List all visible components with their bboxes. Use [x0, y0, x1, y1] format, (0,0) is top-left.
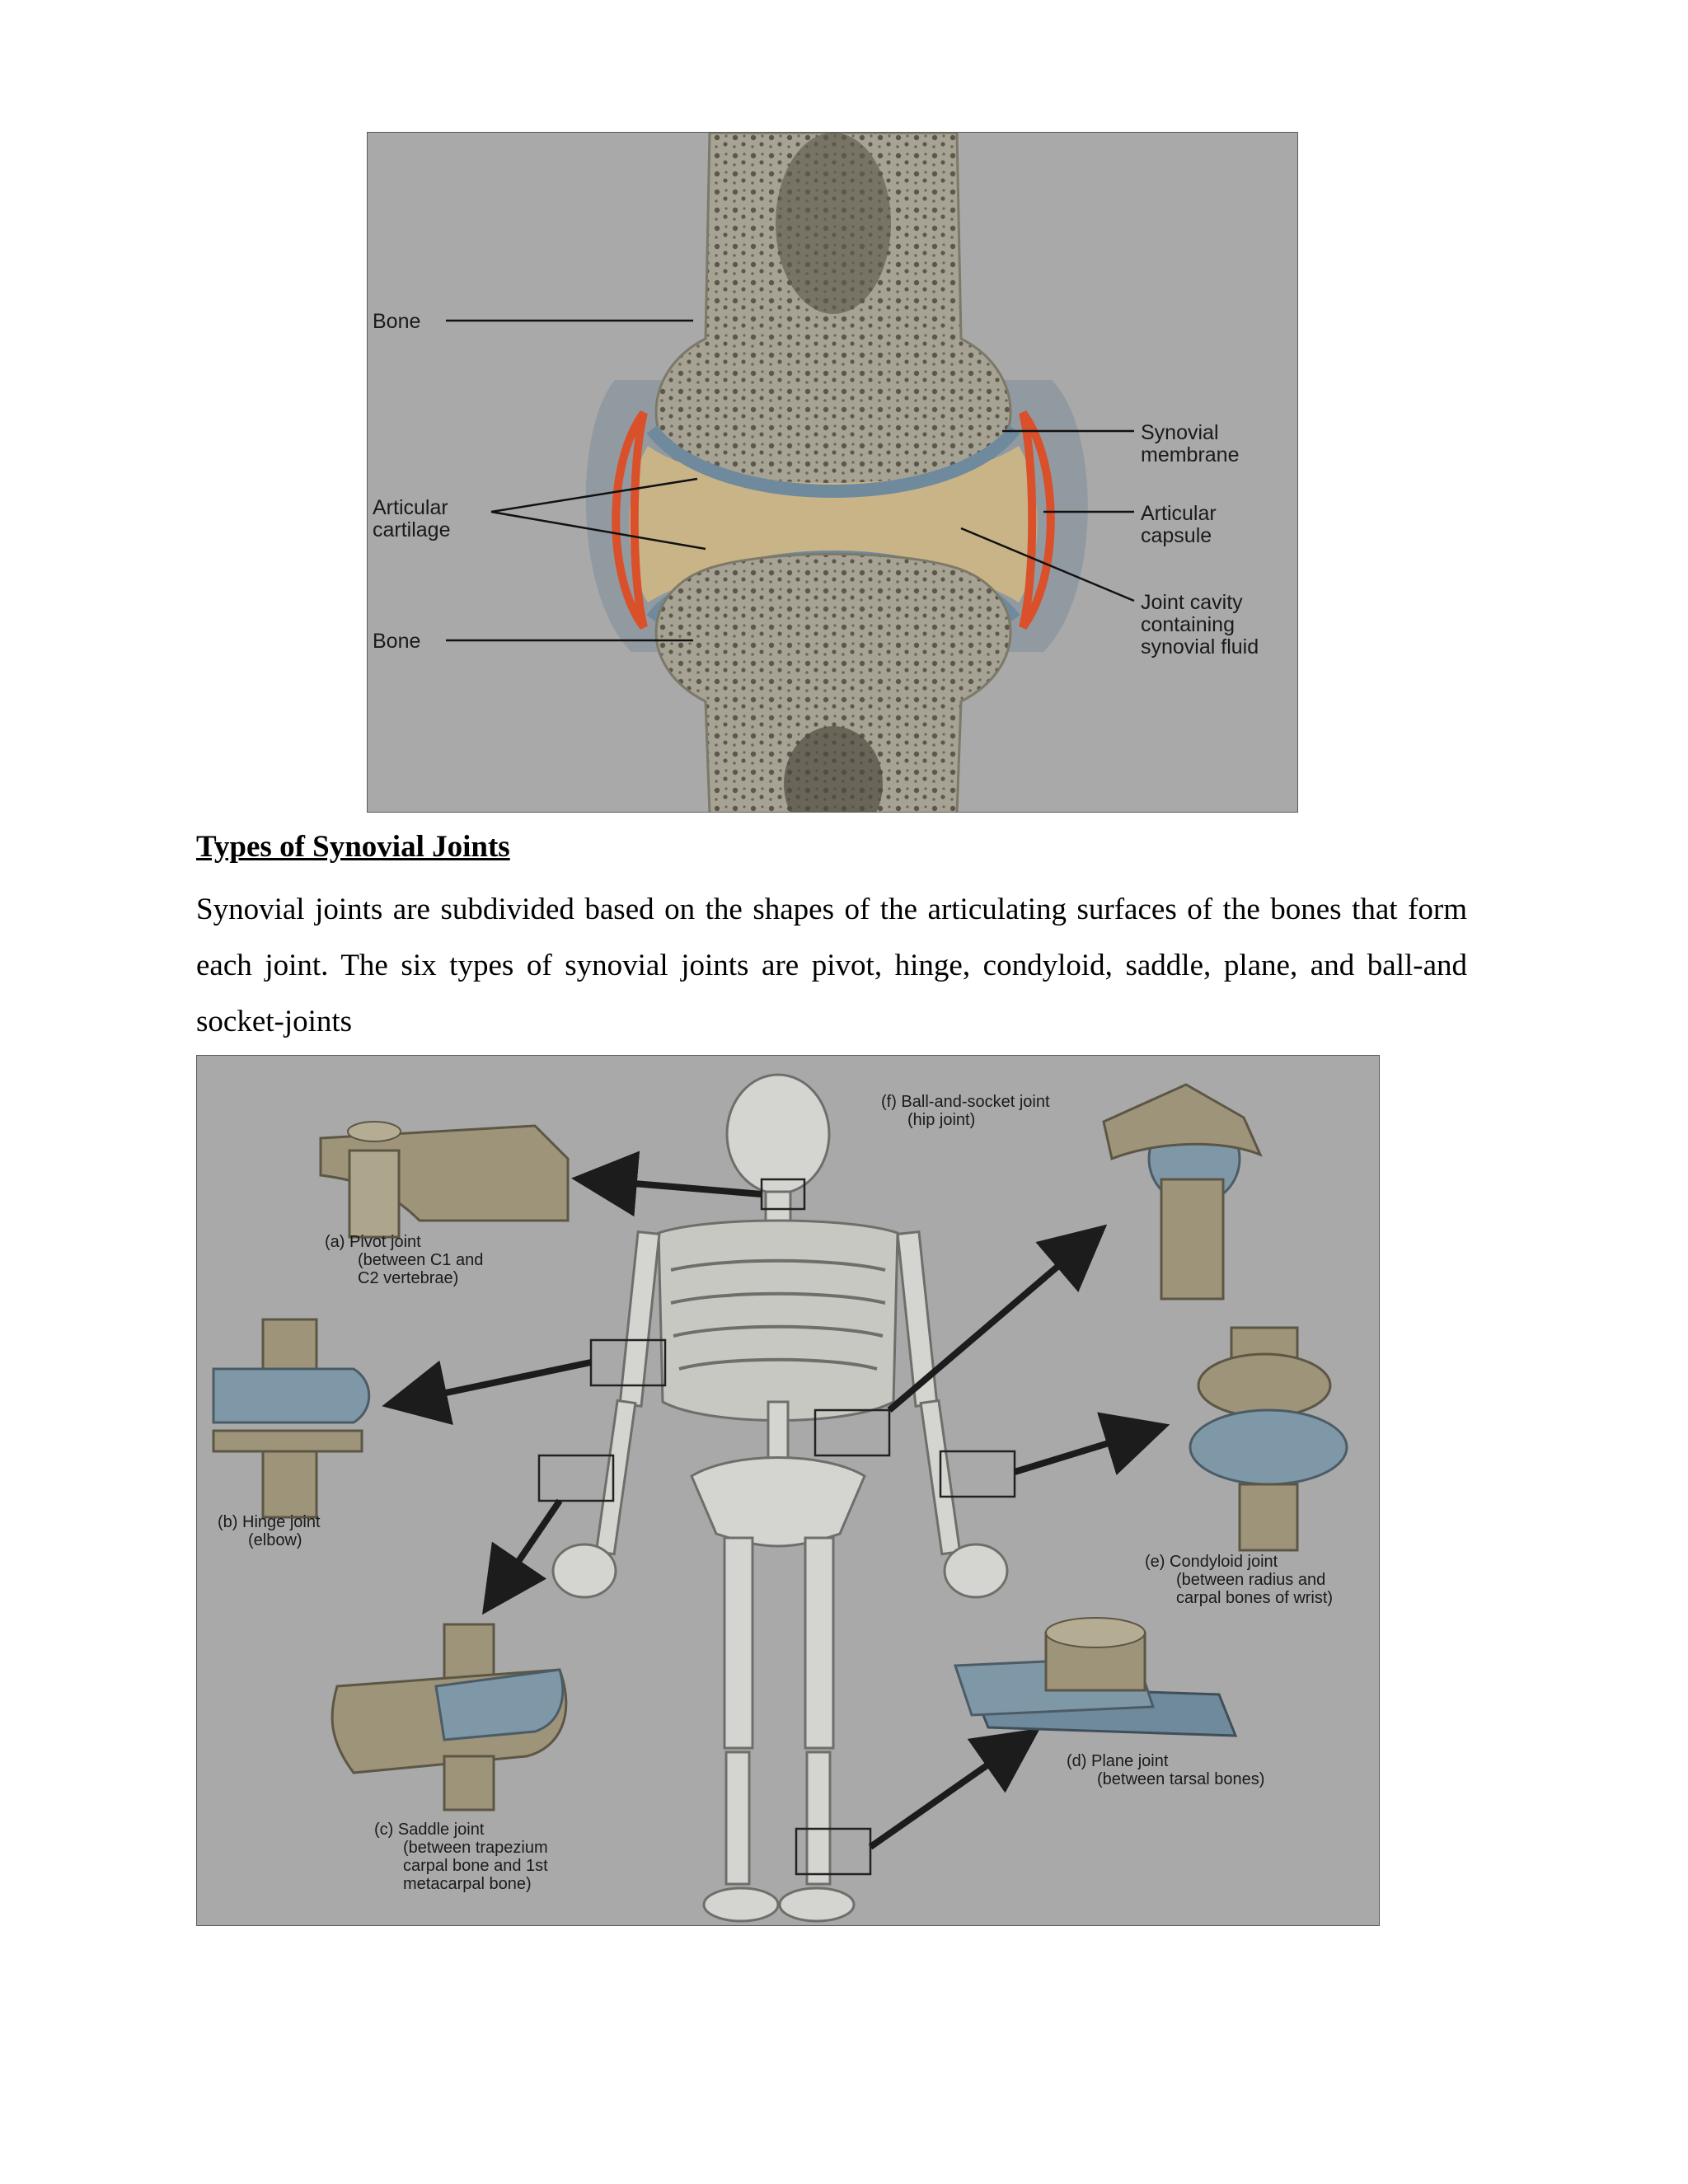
leader-line-cartilage-lower	[490, 510, 706, 551]
plane-joint-model	[953, 1617, 1238, 1737]
lower-marrow-shape	[784, 726, 883, 812]
label-bone-top: Bone	[373, 310, 420, 333]
arrow-to-ball-socket	[887, 1224, 1108, 1413]
label-joint-cavity: Joint cavity containing synovial fluid	[1141, 591, 1259, 658]
label-pivot-joint: (a) Pivot joint (between C1 and C2 verte…	[325, 1233, 488, 1287]
ball-socket-joint-model	[1102, 1083, 1263, 1301]
pivot-joint-model	[319, 1121, 570, 1239]
upper-cartilage-shape	[646, 425, 1020, 498]
arrow-to-saddle	[482, 1498, 563, 1615]
label-bone-bottom: Bone	[373, 630, 420, 653]
leader-line-cartilage-upper	[490, 477, 698, 513]
synovial-joint-illustration: Bone Articular cartilage Bone Synovial m…	[373, 133, 1259, 812]
hinge-joint-model	[212, 1318, 371, 1519]
label-condyloid-joint: (e) Condyloid joint (between radius and …	[1145, 1553, 1333, 1607]
lower-bone-shape	[654, 552, 1012, 812]
synovial-joint-diagram: Bone Articular cartilage Bone Synovial m…	[367, 132, 1298, 813]
right-synovial-membrane-shape	[1019, 410, 1055, 630]
arrow-to-pivot	[571, 1151, 762, 1217]
arrow-to-condyloid	[1013, 1412, 1170, 1475]
skeleton-figure	[551, 1073, 1009, 1923]
label-articular-capsule: Articular capsule	[1141, 502, 1222, 547]
synovial-joint-types-diagram: (a) Pivot joint (between C1 and C2 verte…	[196, 1055, 1380, 1926]
joint-types-illustration: (a) Pivot joint (between C1 and C2 verte…	[212, 1073, 1348, 1923]
body-paragraph: Synovial joints are subdivided based on …	[196, 893, 1467, 1038]
left-synovial-membrane-shape	[612, 410, 648, 630]
arrow-to-hinge	[382, 1359, 592, 1425]
label-synovial-membrane: Synovial membrane	[1141, 421, 1240, 466]
saddle-joint-model	[331, 1623, 568, 1811]
label-ball-socket-joint: (f) Ball-and-socket joint (hip joint)	[881, 1093, 1054, 1129]
label-plane-joint: (d) Plane joint (between tarsal bones)	[1067, 1752, 1264, 1788]
arrow-to-plane	[868, 1727, 1041, 1850]
label-hinge-joint: (b) Hinge joint (elbow)	[218, 1513, 325, 1549]
leader-line-joint-cavity	[960, 527, 1135, 602]
upper-marrow-shape	[776, 133, 891, 314]
condyloid-joint-model	[1189, 1326, 1348, 1552]
label-saddle-joint: (c) Saddle joint (between trapezium carp…	[374, 1821, 552, 1893]
section-heading: Types of Synovial Joints	[196, 830, 510, 864]
label-articular-cartilage: Articular cartilage	[373, 496, 454, 541]
